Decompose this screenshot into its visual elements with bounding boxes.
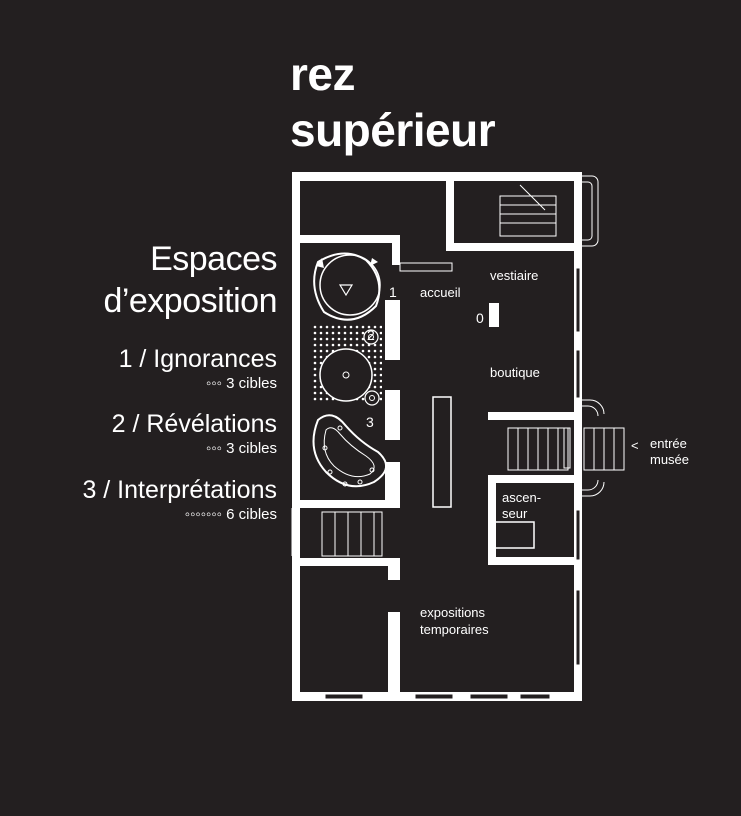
staircase-top	[499, 175, 599, 247]
exhibit-zone-2	[312, 323, 382, 406]
window-right-wall	[575, 267, 581, 666]
room-boutique: boutique	[490, 365, 540, 380]
room-vestiaire: vestiaire	[490, 268, 538, 283]
elevator-car	[493, 521, 535, 549]
legend-heading: Espaces d’exposition	[103, 238, 277, 322]
legend-section-2-targets: ◦◦◦ 3 cibles	[206, 440, 277, 457]
entrance-stairs	[507, 399, 625, 497]
central-display	[432, 396, 452, 508]
entrance-label-line2: musée	[650, 452, 689, 467]
legend-heading-line2: d’exposition	[103, 282, 277, 320]
legend-section-3-targets: ◦◦◦◦◦◦◦ 6 cibles	[184, 506, 277, 523]
legend-section-3: 3 / Interprétations	[82, 476, 277, 504]
floor-title-line2: supérieur	[290, 104, 496, 156]
marker-1: 1	[389, 284, 397, 300]
room-ascenseur-line2: seur	[502, 506, 528, 521]
marker-3: 3	[366, 414, 374, 430]
room-ascenseur-line1: ascen-	[502, 490, 541, 505]
floor-title-line1: rez	[290, 48, 355, 100]
room-accueil: accueil	[420, 285, 461, 300]
legend-section-2: 2 / Révélations	[111, 410, 277, 438]
entrance-door	[563, 427, 571, 469]
marker-0: 0	[476, 310, 484, 326]
marker-2: 2	[367, 327, 375, 343]
floor-title: rez supérieur	[290, 46, 496, 158]
entrance-label-line1: entrée	[650, 436, 687, 451]
legend-section-1: 1 / Ignorances	[118, 345, 277, 373]
reception-desk	[489, 303, 499, 327]
legend-section-1-targets: ◦◦◦ 3 cibles	[206, 375, 277, 392]
room-expositions-line2: temporaires	[420, 622, 489, 637]
window-bottom-wall	[324, 693, 551, 700]
exhibit-zone-1	[313, 252, 453, 321]
entrance-arrow-icon: <	[631, 438, 639, 453]
room-expositions-line1: expositions	[420, 605, 486, 620]
staircase-bottom	[291, 508, 383, 557]
legend-heading-line1: Espaces	[150, 240, 277, 278]
interior-walls	[300, 181, 574, 692]
exhibit-zone-3	[312, 414, 387, 488]
